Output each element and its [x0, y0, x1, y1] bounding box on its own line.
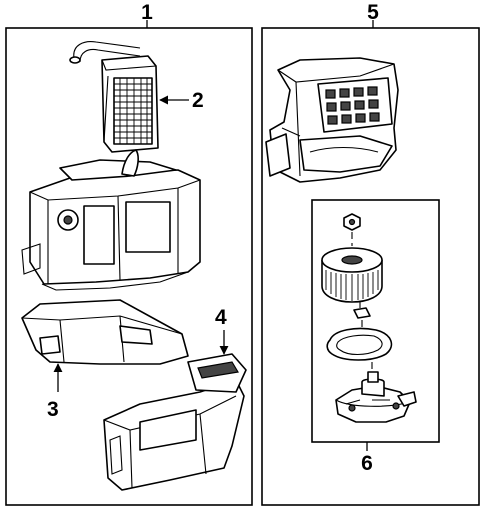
gasket-inner [336, 334, 383, 356]
heater-unit-housing [21, 149, 201, 291]
floor-duct-body [21, 299, 189, 365]
floor-duct-outlet [39, 335, 61, 355]
housing-bracket [21, 243, 41, 275]
housing-panel-lines [47, 188, 179, 284]
motor-shaft [367, 371, 379, 383]
fan-nut [343, 213, 361, 231]
blower-case-scroll [299, 135, 393, 173]
blower-case-grille [325, 86, 380, 125]
inlet-duct-end-cap [109, 435, 123, 475]
fan-wheel-blades [325, 270, 379, 301]
heater-core-side [103, 55, 157, 143]
fan-clip [353, 307, 371, 319]
housing-bottom-lip [41, 271, 189, 291]
left-panel: 1 [5, 1, 253, 506]
housing-door-panel [83, 205, 115, 265]
blower-case [265, 57, 399, 183]
housing-body [29, 169, 201, 285]
blower-case-outlet [265, 133, 291, 177]
blower-gasket [326, 327, 393, 361]
blower-subassembly: 6 [311, 199, 440, 475]
heater-core-pipe-end [69, 56, 81, 64]
housing-side-panel [125, 201, 171, 253]
housing-port-center [63, 215, 73, 225]
motor-bolt-left [348, 404, 356, 412]
right-panel: 5 [261, 1, 480, 506]
callout-5: 5 [367, 1, 379, 24]
heater-core-fins [114, 78, 152, 144]
blower-subassembly-frame [311, 199, 440, 443]
right-panel-frame [261, 27, 480, 506]
left-panel-frame [5, 27, 253, 506]
heater-core: 2 [69, 41, 204, 153]
callout-3: 3 [47, 398, 59, 421]
blower-case-scroll-curve [309, 147, 379, 153]
floor-duct-opening [119, 325, 153, 345]
blower-case-side-lines [281, 81, 301, 177]
callout-2: 2 [192, 89, 204, 112]
heater-core-pipe-upper [73, 41, 141, 59]
housing-top-lid [59, 159, 177, 181]
callout-1: 1 [141, 1, 153, 24]
motor-detail-lines [345, 399, 390, 405]
inlet-duct-ribs [129, 413, 207, 489]
heater-core-top-edge [101, 59, 157, 71]
floor-duct-top-edge [21, 315, 183, 335]
inlet-duct-mouth-opening [197, 361, 239, 379]
floor-duct: 3 [21, 299, 189, 421]
blower-fan-wheel [321, 247, 383, 303]
motor-bolt-right [392, 402, 400, 410]
air-inlet-duct: 4 [103, 306, 247, 491]
callout-6: 6 [361, 452, 373, 475]
fan-wheel-hub [341, 255, 363, 265]
fan-nut-hole [348, 218, 356, 226]
blower-case-top-edge [277, 63, 395, 83]
motor-connector [397, 391, 417, 407]
callout-4: 4 [215, 306, 227, 329]
blower-motor [335, 371, 417, 423]
housing-pipe-neck [121, 149, 139, 177]
inlet-duct-window [139, 409, 197, 451]
fan-clip-body [353, 307, 371, 319]
